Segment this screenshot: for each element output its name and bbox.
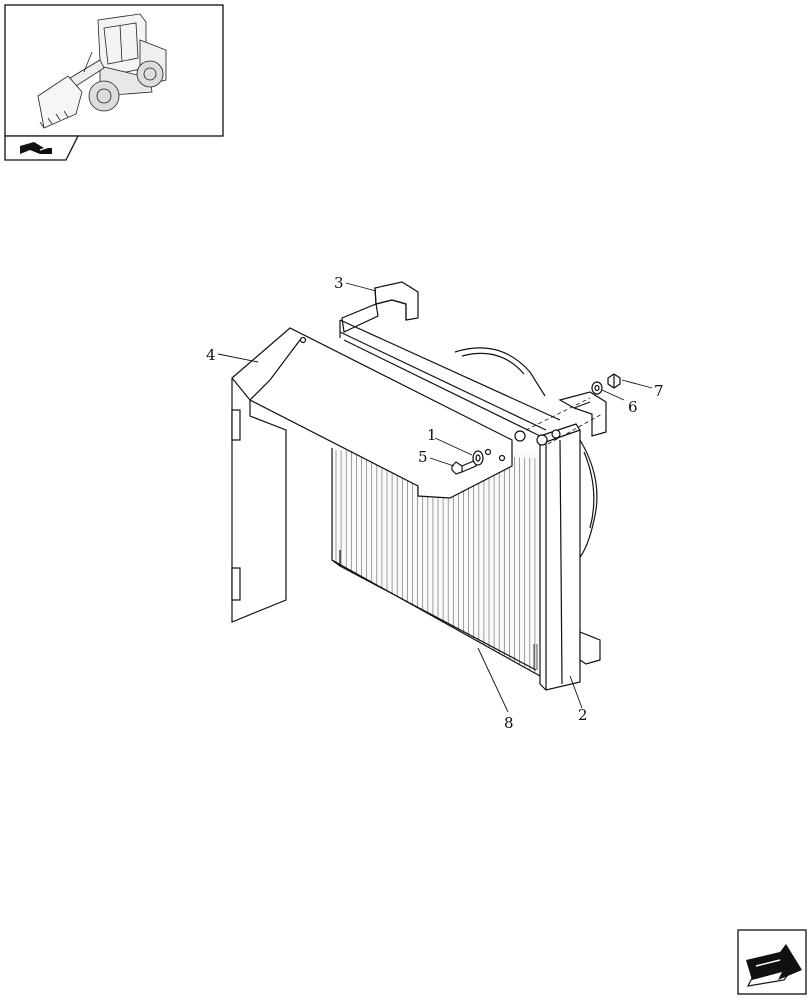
callout-4: 4 bbox=[206, 346, 216, 364]
side-tank bbox=[514, 391, 607, 691]
callout-6: 6 bbox=[628, 398, 638, 416]
alignment-dashes bbox=[525, 397, 603, 445]
callout-7: 7 bbox=[654, 382, 664, 400]
callout-2: 2 bbox=[578, 706, 588, 724]
leader-lines bbox=[217, 282, 653, 713]
callout-8: 8 bbox=[504, 714, 514, 732]
callout-1: 1 bbox=[427, 426, 437, 444]
side-bracket bbox=[231, 327, 513, 623]
callout-3: 3 bbox=[334, 274, 344, 292]
callout-5: 5 bbox=[418, 448, 428, 466]
top-bracket bbox=[341, 281, 419, 333]
top-rail bbox=[339, 319, 561, 437]
callouts: 1 2 3 4 5 6 7 8 bbox=[206, 274, 664, 732]
fan-shroud bbox=[454, 347, 598, 561]
washer-front bbox=[472, 450, 484, 466]
wheel-loader-thumbnail bbox=[37, 13, 167, 129]
washer-rear bbox=[591, 381, 603, 395]
section-arrow-icon[interactable] bbox=[20, 142, 53, 154]
nut bbox=[607, 373, 621, 389]
next-page-arrow-icon[interactable] bbox=[737, 929, 807, 995]
